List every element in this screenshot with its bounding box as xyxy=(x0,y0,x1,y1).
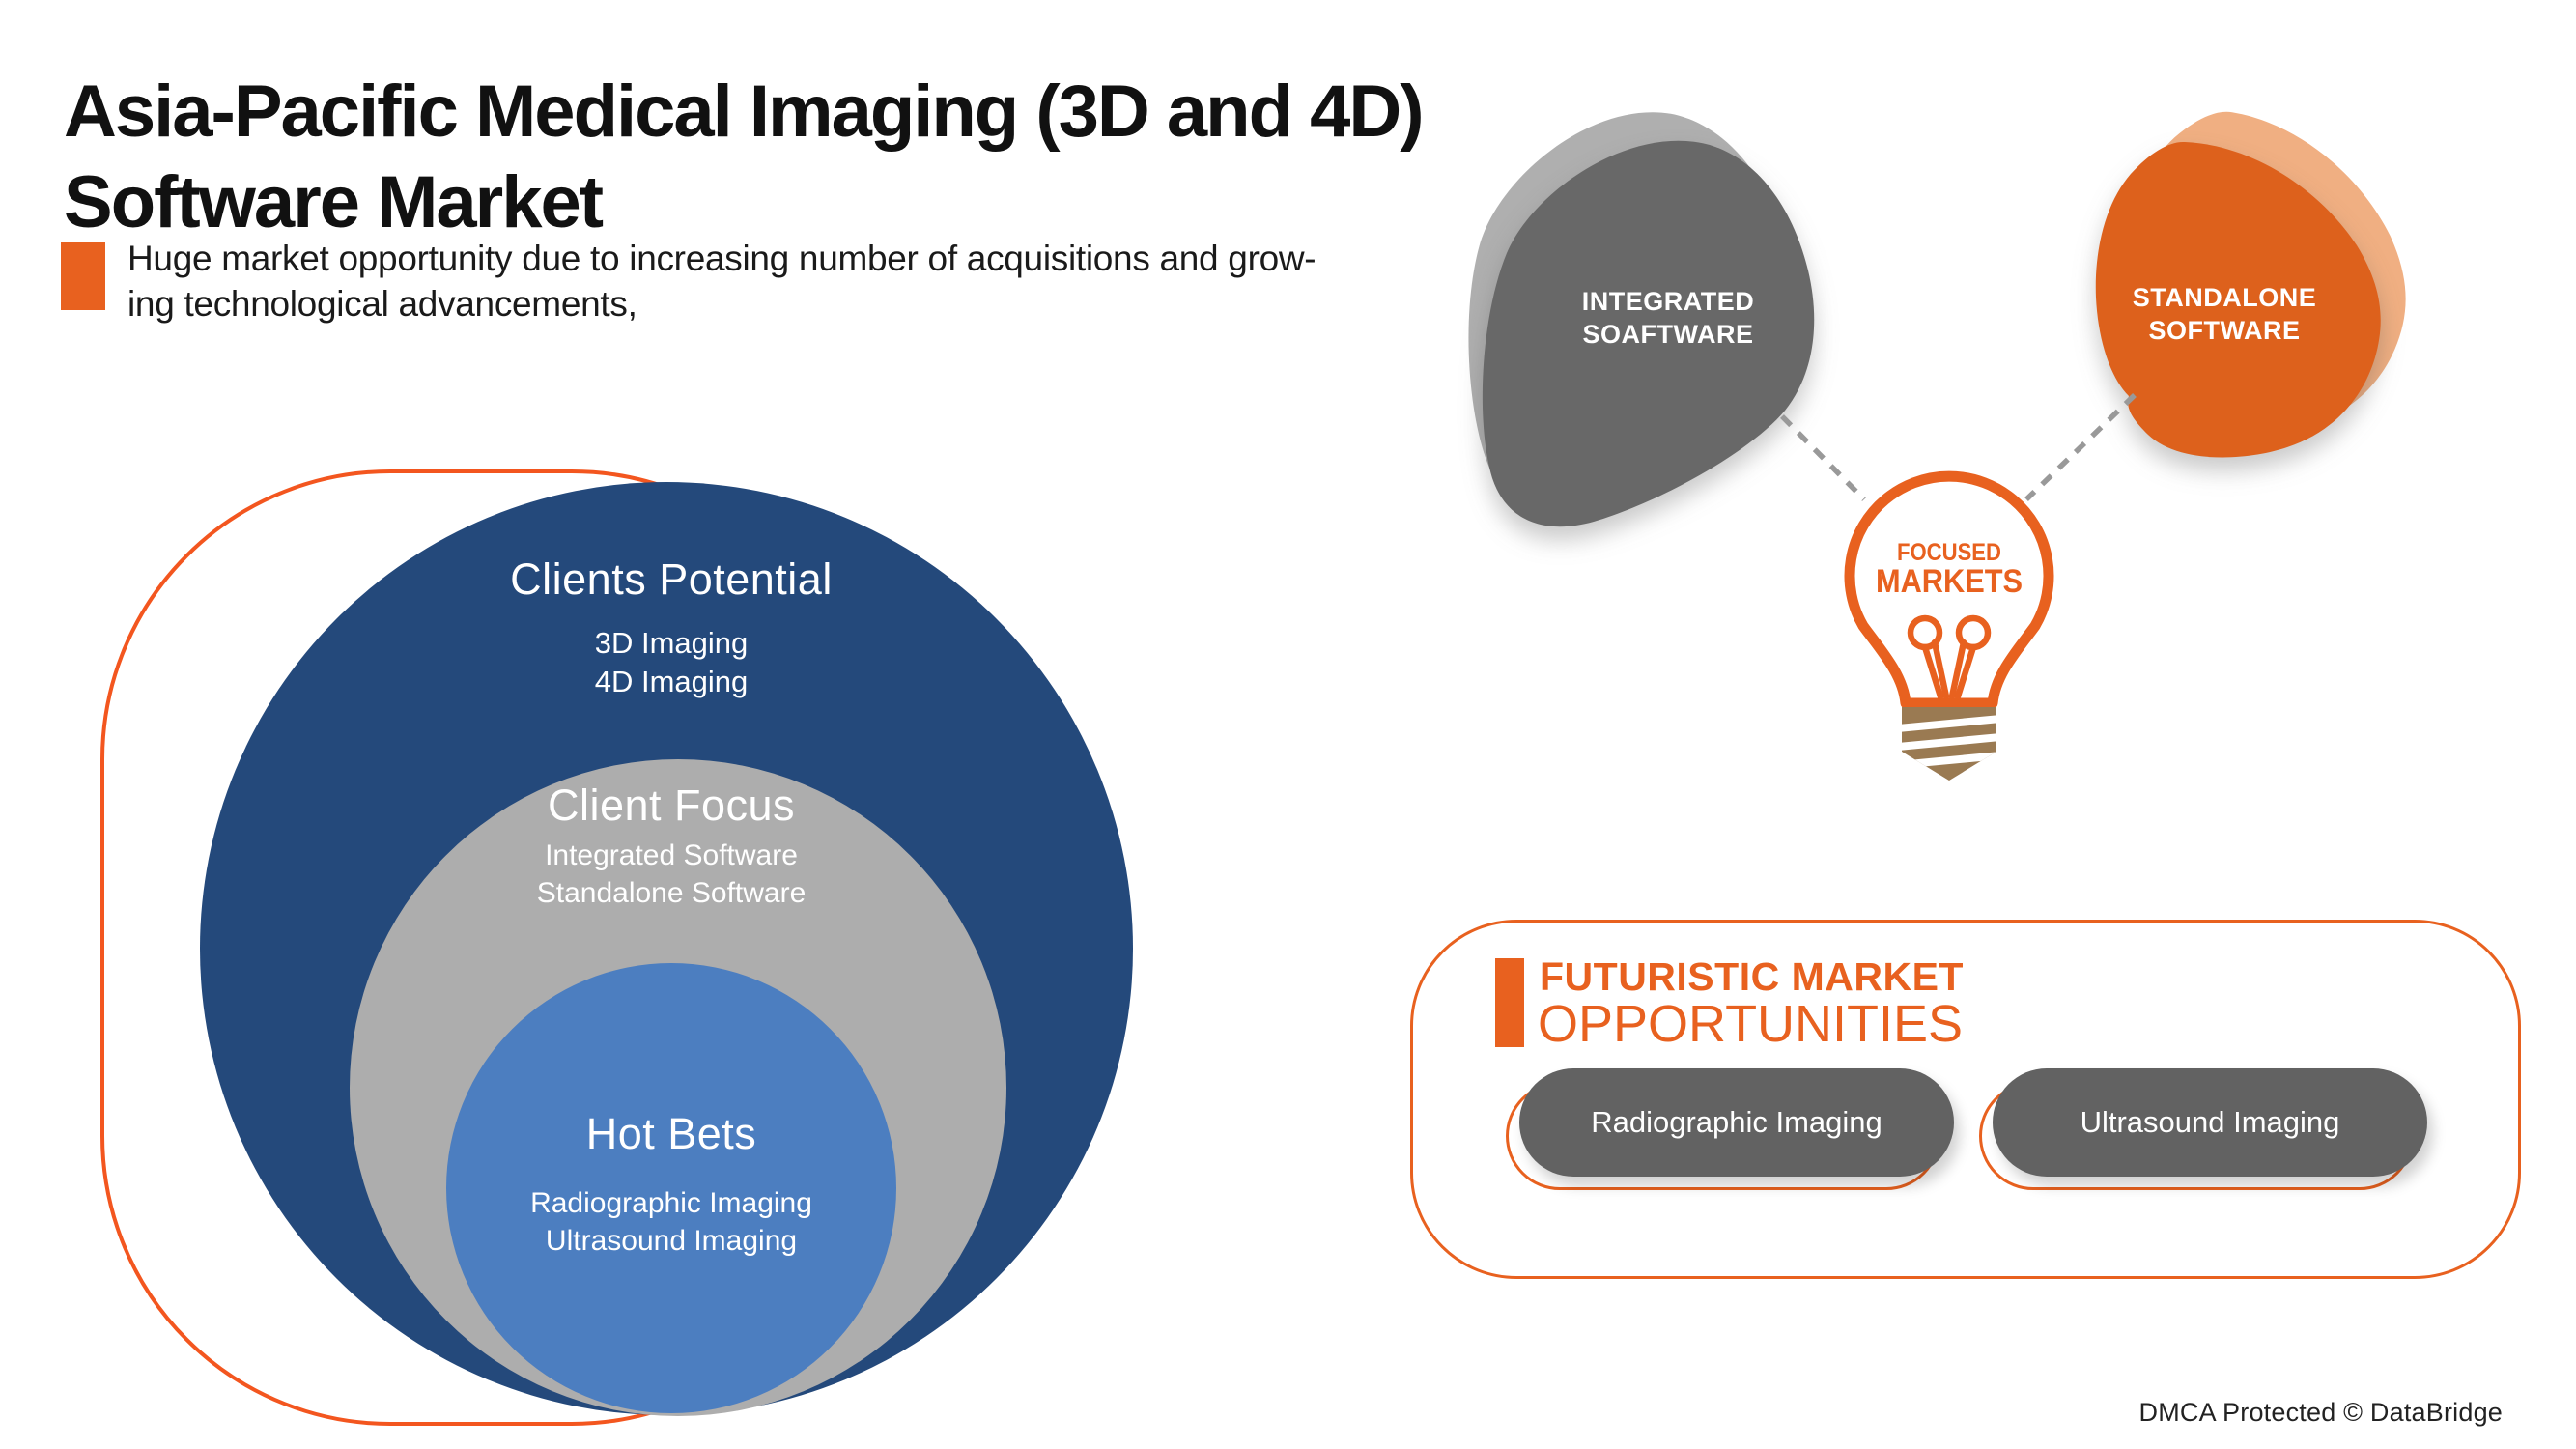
lightbulb-icon: FOCUSED MARKETS xyxy=(1844,470,2054,781)
dashed-connector-left xyxy=(1780,414,1866,501)
subtitle-bullet-square xyxy=(61,242,105,310)
dashed-connector-right xyxy=(2024,393,2137,501)
bulb-glass xyxy=(1844,470,2054,709)
integrated-label-line1: INTEGRATED xyxy=(1581,287,1755,316)
standalone-label-line2: SOFTWARE xyxy=(2148,316,2301,345)
pill-radiographic-label: Radiographic Imaging xyxy=(1591,1105,1882,1139)
pill-ultrasound-label: Ultrasound Imaging xyxy=(2080,1105,2340,1139)
bulb-base xyxy=(1902,707,1996,781)
hot-bets-item2: Ultrasound Imaging xyxy=(545,1225,798,1257)
bulb-base-stripes xyxy=(1902,715,1996,769)
standalone-label-line1: STANDALONE xyxy=(2132,283,2317,312)
subtitle-text: Huge market opportunity due to increasin… xyxy=(127,236,1316,327)
clients-potential-label: Clients Potential xyxy=(510,554,833,604)
hot-bets-label: Hot Bets xyxy=(585,1109,757,1158)
page-title: Asia-Pacific Medical Imaging (3D and 4D)… xyxy=(64,67,1425,248)
clients-potential-items: 3D Imaging 4D Imaging xyxy=(333,624,1009,701)
client-focus-label: Client Focus xyxy=(547,781,796,830)
integrated-label-line2: SOAFTWARE xyxy=(1582,320,1754,349)
opportunities-box xyxy=(1410,920,2521,1279)
page-title-line2: Software Market xyxy=(64,160,604,243)
client-focus-item2: Standalone Software xyxy=(536,877,807,909)
hot-bets-item1: Radiographic Imaging xyxy=(530,1187,812,1219)
client-focus-items: Integrated Software Standalone Software xyxy=(333,837,1009,912)
pill-ultrasound-chip: Ultrasound Imaging xyxy=(1993,1068,2427,1177)
standalone-blob-shadow xyxy=(2124,111,2406,432)
opportunities-heading-line1: FUTURISTIC MARKET xyxy=(1540,954,1964,999)
opportunities-heading-line2: OPPORTUNITIES xyxy=(1538,995,1964,1053)
pill-ultrasound-imaging: Ultrasound Imaging xyxy=(1979,1068,2427,1190)
client-focus-item1: Integrated Software xyxy=(545,839,798,871)
integrated-software-blob-label: INTEGRATED SOAFTWARE xyxy=(1494,285,1842,351)
pill-radiographic-imaging: Radiographic Imaging xyxy=(1506,1068,1954,1190)
bulb-text-markets: MARKETS xyxy=(1876,563,2023,600)
subtitle-line2: ing technological advancements, xyxy=(127,284,637,324)
standalone-software-blob-label: STANDALONE SOFTWARE xyxy=(2051,281,2398,347)
venn-circle-hot-bets xyxy=(446,963,896,1413)
pill-radiographic-chip: Radiographic Imaging xyxy=(1519,1068,1954,1177)
page-title-line1: Asia-Pacific Medical Imaging (3D and 4D) xyxy=(64,70,1425,153)
dmca-watermark: DMCA Protected © DataBridge xyxy=(2138,1398,2503,1427)
clients-potential-item1: 3D Imaging xyxy=(594,626,749,660)
bulb-text-focused: FOCUSED xyxy=(1897,539,2001,566)
bulb-filament xyxy=(1907,614,1992,700)
clients-potential-item2: 4D Imaging xyxy=(594,665,749,698)
subtitle-line1: Huge market opportunity due to increasin… xyxy=(127,239,1316,278)
opportunities-accent-bar xyxy=(1495,958,1524,1047)
hot-bets-items: Radiographic Imaging Ultrasound Imaging xyxy=(333,1184,1009,1260)
